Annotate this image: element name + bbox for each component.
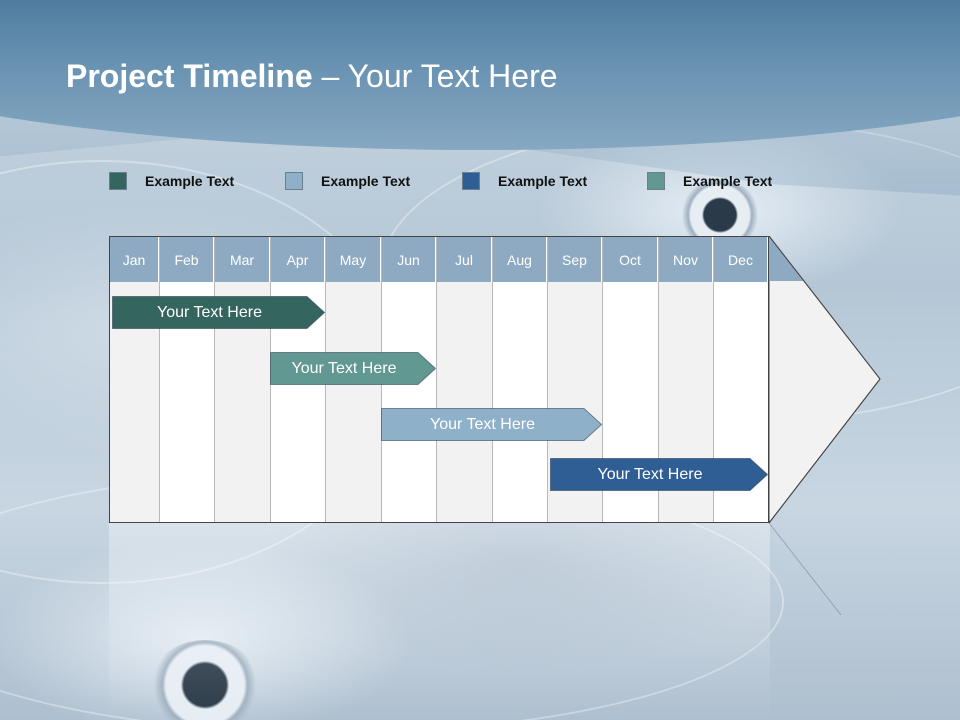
task-arrow-shape: [270, 352, 436, 385]
month-header: Feb: [160, 237, 214, 282]
month-header: Dec: [714, 237, 768, 282]
task-arrow-shape: [381, 408, 602, 441]
month-column: Jan: [110, 237, 160, 522]
header-band: [0, 0, 960, 150]
legend-swatch: [109, 172, 127, 190]
legend-label: Example Text: [321, 173, 411, 189]
task-label: Your Text Here: [291, 359, 397, 377]
title-bold: Project Timeline: [66, 58, 313, 94]
month-header: Mar: [215, 237, 270, 282]
month-header: May: [326, 237, 381, 282]
month-header: Jun: [382, 237, 436, 282]
month-column: Feb: [160, 237, 215, 522]
task-label: Your Text Here: [597, 465, 703, 483]
legend-swatch: [462, 172, 480, 190]
task-bar: Your Text Here: [550, 458, 768, 491]
legend-swatch: [647, 172, 665, 190]
month-header: Jan: [110, 237, 159, 282]
month-header: Sep: [548, 237, 602, 282]
legend-item: Example Text: [285, 170, 410, 192]
month-header: Aug: [493, 237, 547, 282]
task-label: Your Text Here: [430, 415, 535, 433]
timeline-reflection: [109, 523, 770, 720]
title-rest: – Your Text Here: [312, 58, 558, 94]
arrow-reflection: [769, 523, 842, 616]
month-header: Nov: [659, 237, 713, 282]
legend-label: Example Text: [145, 173, 235, 189]
month-header: Jul: [437, 237, 492, 282]
legend-label: Example Text: [683, 173, 773, 189]
task-arrow-shape: [550, 458, 768, 491]
page-title: Project Timeline – Your Text Here: [66, 58, 558, 95]
task-bar: Your Text Here: [112, 296, 325, 329]
legend-item: Example Text: [109, 170, 234, 192]
month-column: Jul: [437, 237, 493, 522]
task-bar: Your Text Here: [270, 352, 436, 385]
task-bar: Your Text Here: [381, 408, 602, 441]
month-column: Mar: [215, 237, 271, 522]
legend-swatch: [285, 172, 303, 190]
legend-item: Example Text: [462, 170, 587, 192]
legend-label: Example Text: [498, 173, 588, 189]
month-header: Oct: [603, 237, 658, 282]
month-header: Apr: [271, 237, 325, 282]
task-label: Your Text Here: [157, 303, 262, 321]
month-column: Aug: [493, 237, 548, 522]
task-arrow-shape: [112, 296, 325, 329]
legend-item: Example Text: [647, 170, 772, 192]
timeline-arrow-tip: [769, 236, 881, 524]
